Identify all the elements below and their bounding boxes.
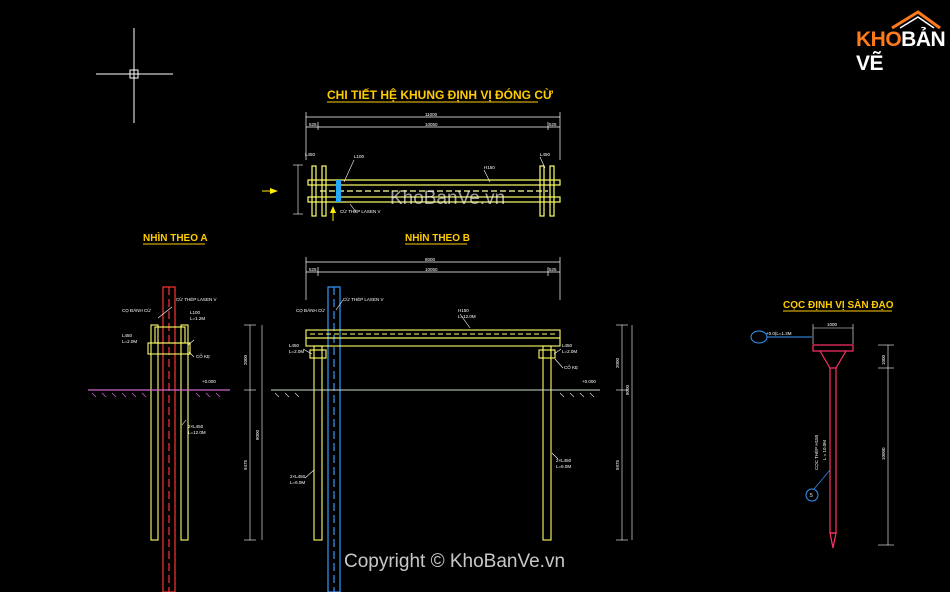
view-b-label-lower-r: 2×L450 (556, 458, 572, 463)
view-a-label-l450: L450 (122, 333, 133, 338)
view-a-label-co: CỌ ĐÁNH CỪ (122, 307, 151, 313)
view-a-dim-top: 2000 (243, 354, 248, 365)
view-b-label-left2: L=2.0M (289, 349, 304, 354)
plan-dim-right: 525 (549, 122, 557, 127)
view-a-dim-total: 8000 (255, 429, 260, 440)
view-b-label-tie: CỐ KẸ (564, 364, 578, 370)
view-a-label-l2: 2×L450 (188, 424, 204, 429)
view-a-label-l: L=2.0M (122, 339, 137, 344)
view-a: CỌ ĐÁNH CỪ CỪ THÉP LASEN V L450 L=2.0M L… (88, 286, 263, 592)
khobanve-logo: KHOBẢN VẼ (852, 8, 946, 75)
view-a-label-l2b: L=12.0M (188, 430, 206, 435)
view-b-dim-bottom: 5975 (615, 459, 620, 470)
view-b: 8000 525 10050 525 (271, 257, 633, 592)
plan-view: 11000 525 10050 525 L100 CỪ THÉP LASEN (262, 112, 561, 221)
logo-text-banve: BẢN VẼ (856, 28, 946, 75)
view-b-label-right2: L=2.0M (562, 349, 577, 354)
view-b-dim-right: 525 (549, 267, 557, 272)
main-title: CHI TIẾT HỆ KHUNG ĐỊNH VỊ ĐÓNG CỪ (327, 87, 553, 102)
view-b-dim-mid: 10050 (425, 267, 438, 272)
stake-dim-top: 1000 (827, 322, 838, 327)
view-b-title: NHÌN THEO B (405, 231, 470, 244)
view-b-label-elev: +0.000 (582, 379, 596, 384)
plan-dim-mid: 10050 (425, 122, 438, 127)
view-b-lasen-pile (327, 286, 341, 592)
view-b-dim-top: 2000 (615, 357, 620, 368)
view-b-label-right: L450 (562, 343, 573, 348)
section-arrow-a (262, 188, 278, 194)
view-b-label-pile: CỪ THÉP LASEN V (343, 296, 383, 302)
view-a-title: NHÌN THEO A (143, 231, 208, 244)
stake-circle-label: +0.0(L=1.3M (766, 331, 792, 336)
stake-label-pile: CỌC THÉP H150 (813, 434, 819, 470)
plan-label-steel: L100 (354, 154, 365, 159)
view-b-label-co: CỌ ĐÁNH CỪ (296, 307, 325, 313)
stake-detail: +0.0(L=1.3M 1000 1000 10000 CỌC THÉP H15… (750, 322, 894, 549)
view-a-label-tie: CỐ KẸ (196, 353, 210, 359)
view-b-dim-total: 8000 (425, 257, 436, 262)
watermark-text: KhoBanVe.vn (390, 188, 506, 209)
plan-label-left: L450 (305, 152, 316, 157)
view-b-label-left: L450 (289, 343, 300, 348)
stake-dim-long: 10000 (881, 447, 886, 460)
stake-bubble (805, 488, 819, 502)
view-b-label-hl: L=12.0M (458, 314, 476, 319)
plan-label-lasen: CỪ THÉP LASEN V (340, 208, 380, 214)
view-a-label-beam-l: L=1.2M (190, 316, 205, 321)
plan-label-right: L450 (540, 152, 551, 157)
stake-label-pile2: L = 10.0M (822, 440, 827, 460)
view-a-lasen-pile (162, 286, 176, 592)
view-b-label-h: H150 (458, 308, 469, 313)
view-a-label-beam: L100 (190, 310, 201, 315)
cad-crosshair-cursor (96, 28, 173, 123)
view-b-label-lower-r2: L=6.0M (556, 464, 571, 469)
stake-title: CỌC ĐỊNH VỊ SÀN ĐẠO (783, 298, 894, 311)
view-b-label-lower-l: 2×L450 (290, 474, 306, 479)
copyright-text: Copyright © KhoBanVe.vn (344, 551, 566, 572)
view-a-label-elev: +0.000 (202, 379, 216, 384)
view-a-dim-bottom: 9475 (243, 459, 248, 470)
plan-label-h: H150 (484, 165, 495, 170)
view-b-dim-left: 525 (309, 267, 317, 272)
stake-dim-side: 1000 (881, 354, 886, 365)
logo-text-kho: KHO (856, 28, 902, 51)
house-roof-icon (891, 10, 941, 30)
view-b-label-lower-l2: L=6.0M (290, 480, 305, 485)
view-b-dim-total: 8000 (625, 384, 630, 395)
plan-dim-total: 11000 (425, 112, 438, 117)
view-a-label-pile: CỪ THÉP LASEN V (176, 296, 216, 302)
section-arrow-b (330, 206, 336, 221)
stake-bubble-label: 5 (810, 493, 813, 499)
plan-lasen-pile (336, 180, 341, 202)
plan-dim-left: 525 (309, 122, 317, 127)
